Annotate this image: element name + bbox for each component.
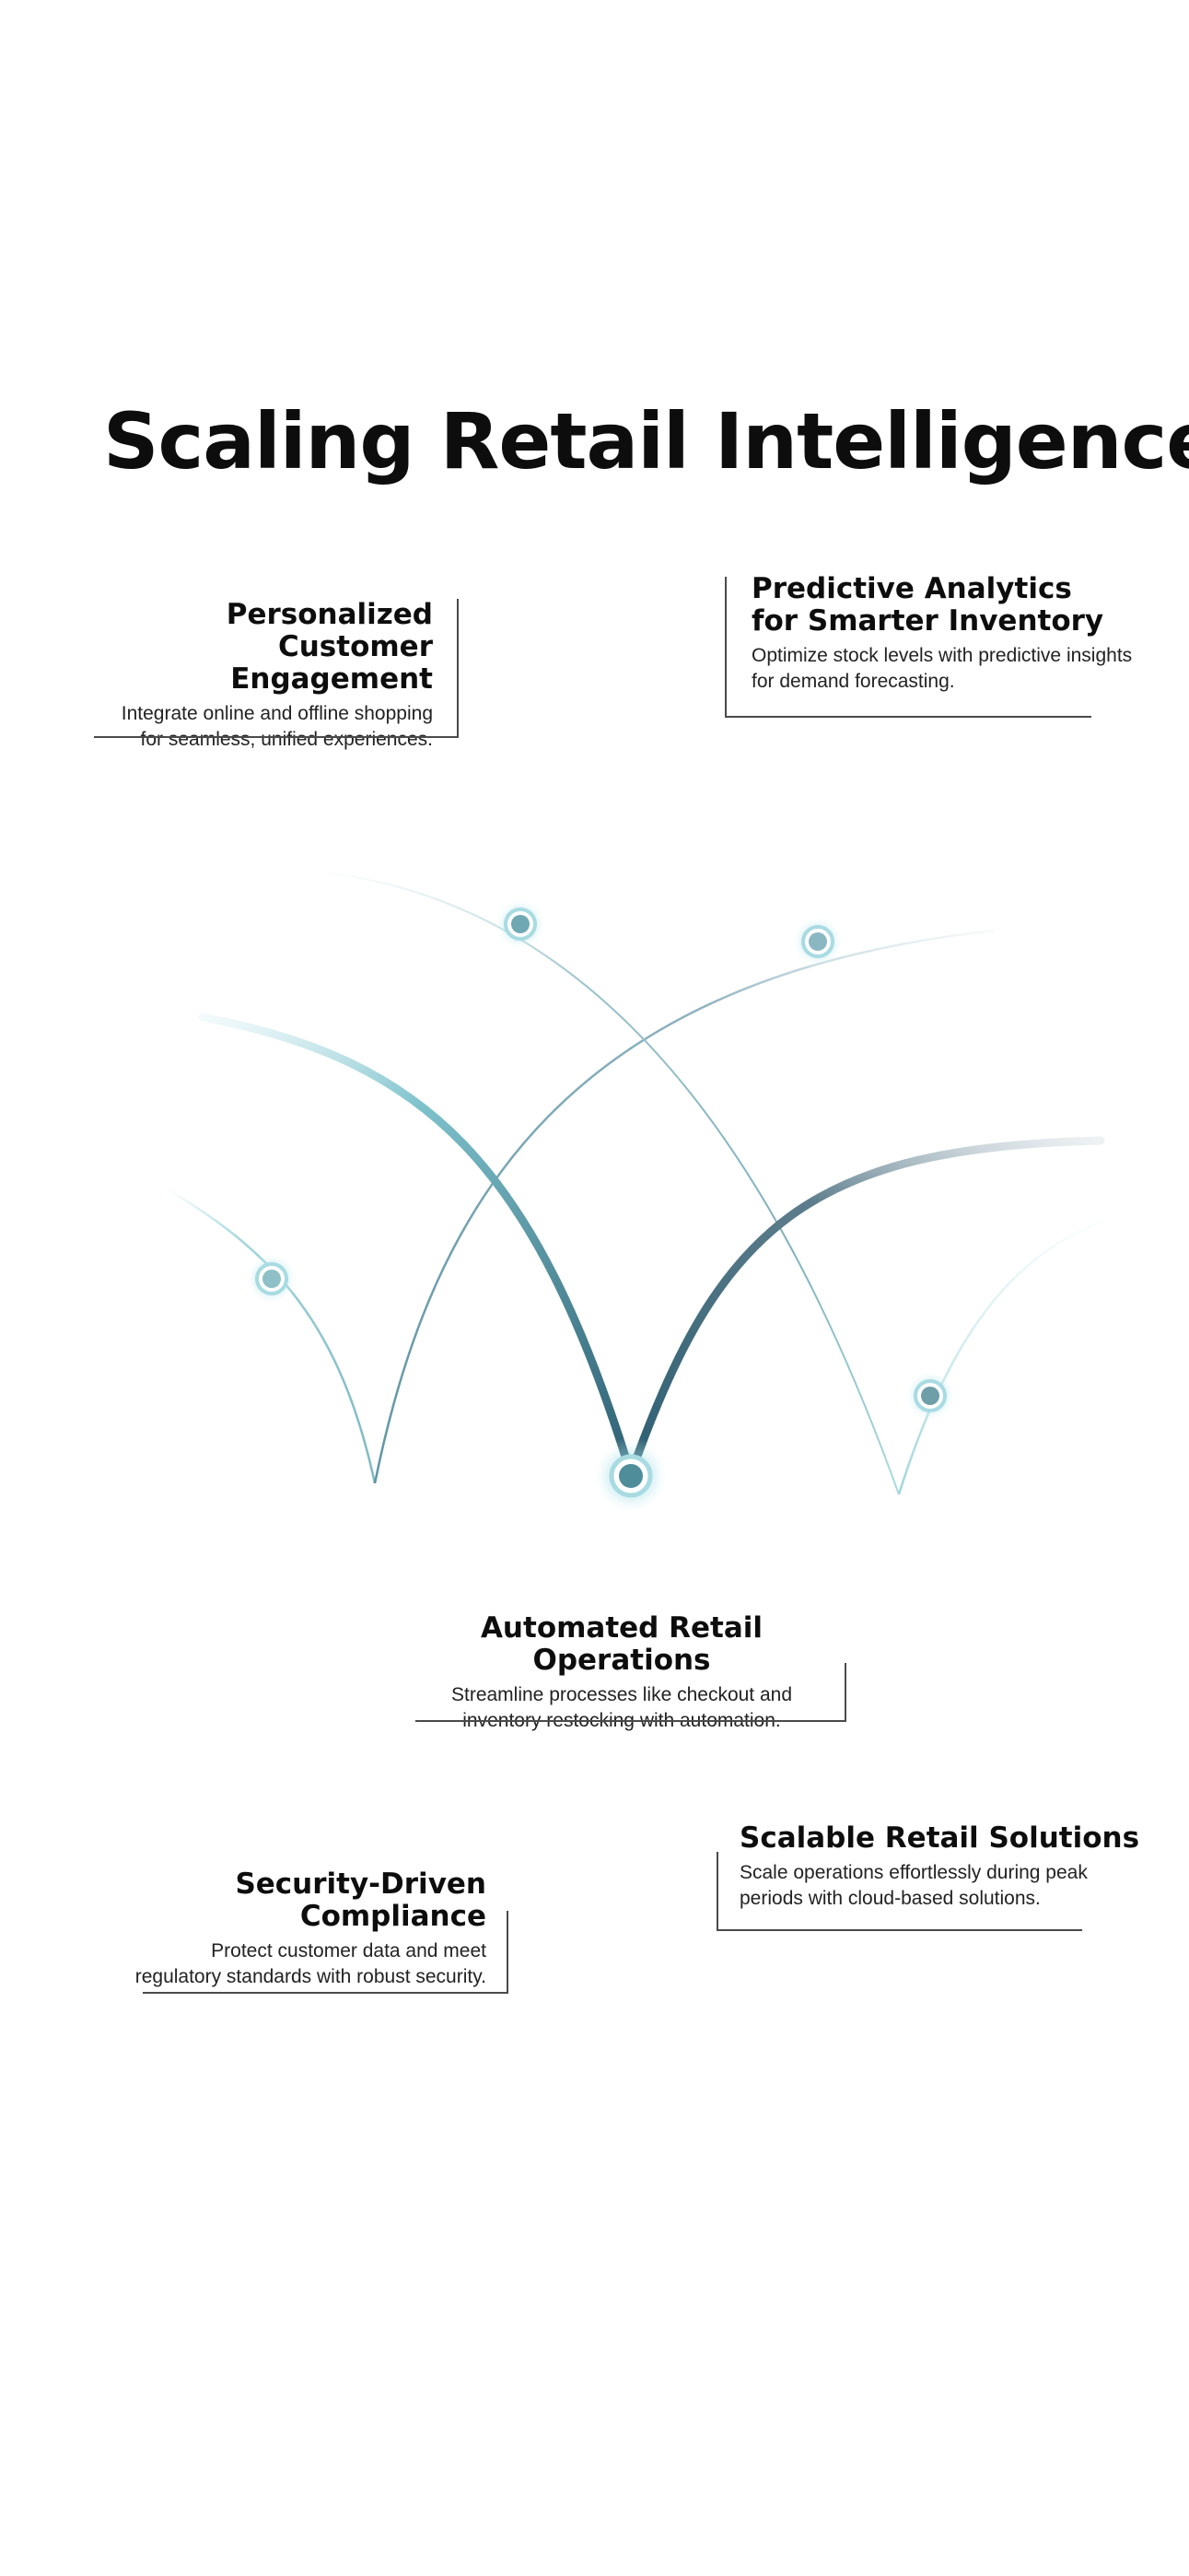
- body-line: Protect customer data and meet: [211, 1940, 486, 1961]
- rule-security-horizontal: [143, 1992, 508, 1994]
- arc-main-right: [626, 1136, 1105, 1479]
- arc-top-to-right: [331, 872, 900, 1495]
- rule-automated-horizontal: [415, 1720, 846, 1722]
- arc-main-left: [198, 1013, 635, 1479]
- rule-automated-vertical: [845, 1663, 846, 1722]
- heading-line: Predictive Analytics: [752, 572, 1072, 605]
- arc-left-to-top-right: [373, 929, 996, 1484]
- rule-scalable-vertical: [717, 1852, 718, 1931]
- card-automated-operations: Automated Retail Operations Streamline p…: [396, 1612, 847, 1734]
- card-security-compliance: Security-Driven Compliance Protect custo…: [55, 1868, 486, 1990]
- node-center-bottom: [592, 1437, 670, 1515]
- card-heading: Automated Retail Operations: [480, 1611, 764, 1677]
- heading-line: for Smarter Inventory: [752, 604, 1104, 638]
- heading-line: Personalized Customer: [226, 598, 433, 663]
- card-predictive-analytics: Predictive Analytics for Smarter Invento…: [752, 573, 1175, 695]
- card-body: Scale operations effortlessly during pea…: [740, 1860, 1163, 1912]
- card-heading: Scalable Retail Solutions: [740, 1821, 1140, 1855]
- card-personalized-engagement: Personalized Customer Engagement Integra…: [83, 599, 433, 753]
- card-body: Integrate online and offline shopping fo…: [83, 701, 433, 753]
- heading-line: Engagement: [230, 662, 433, 696]
- card-body: Optimize stock levels with predictive in…: [752, 643, 1175, 695]
- card-body: Streamline processes like checkout and i…: [396, 1682, 847, 1734]
- body-line: Scale operations effortlessly during pea…: [740, 1862, 1088, 1883]
- body-line: for seamless, unified experiences.: [140, 729, 434, 750]
- body-line: periods with cloud-based solutions.: [740, 1888, 1041, 1909]
- card-body: Protect customer data and meet regulator…: [55, 1938, 486, 1990]
- arc-left-small: [165, 1187, 377, 1484]
- rule-security-vertical: [507, 1911, 508, 1994]
- body-line: regulatory standards with robust securit…: [134, 1966, 486, 1987]
- page-title: Scaling Retail Intelligence: [103, 396, 1189, 486]
- card-scalable-solutions: Scalable Retail Solutions Scale operatio…: [740, 1822, 1163, 1912]
- card-heading: Predictive Analytics for Smarter Invento…: [752, 573, 1175, 638]
- rule-personalized-horizontal: [94, 736, 459, 738]
- card-heading: Personalized Customer Engagement: [83, 599, 433, 696]
- node-top-right: [792, 916, 844, 967]
- node-left: [246, 1253, 297, 1305]
- node-right: [904, 1370, 956, 1422]
- body-line: Optimize stock levels with predictive in…: [752, 645, 1133, 666]
- rule-predictive-horizontal: [725, 716, 1091, 718]
- arc-right-small: [897, 1219, 1106, 1495]
- card-heading: Security-Driven Compliance: [235, 1868, 486, 1933]
- node-top-left: [495, 898, 546, 950]
- body-line: for demand forecasting.: [752, 671, 955, 692]
- rule-scalable-horizontal: [717, 1929, 1082, 1931]
- body-line: Integrate online and offline shopping: [121, 703, 433, 724]
- rule-predictive-vertical: [725, 577, 727, 717]
- body-line: Streamline processes like checkout and: [450, 1684, 793, 1705]
- rule-personalized-vertical: [457, 599, 459, 737]
